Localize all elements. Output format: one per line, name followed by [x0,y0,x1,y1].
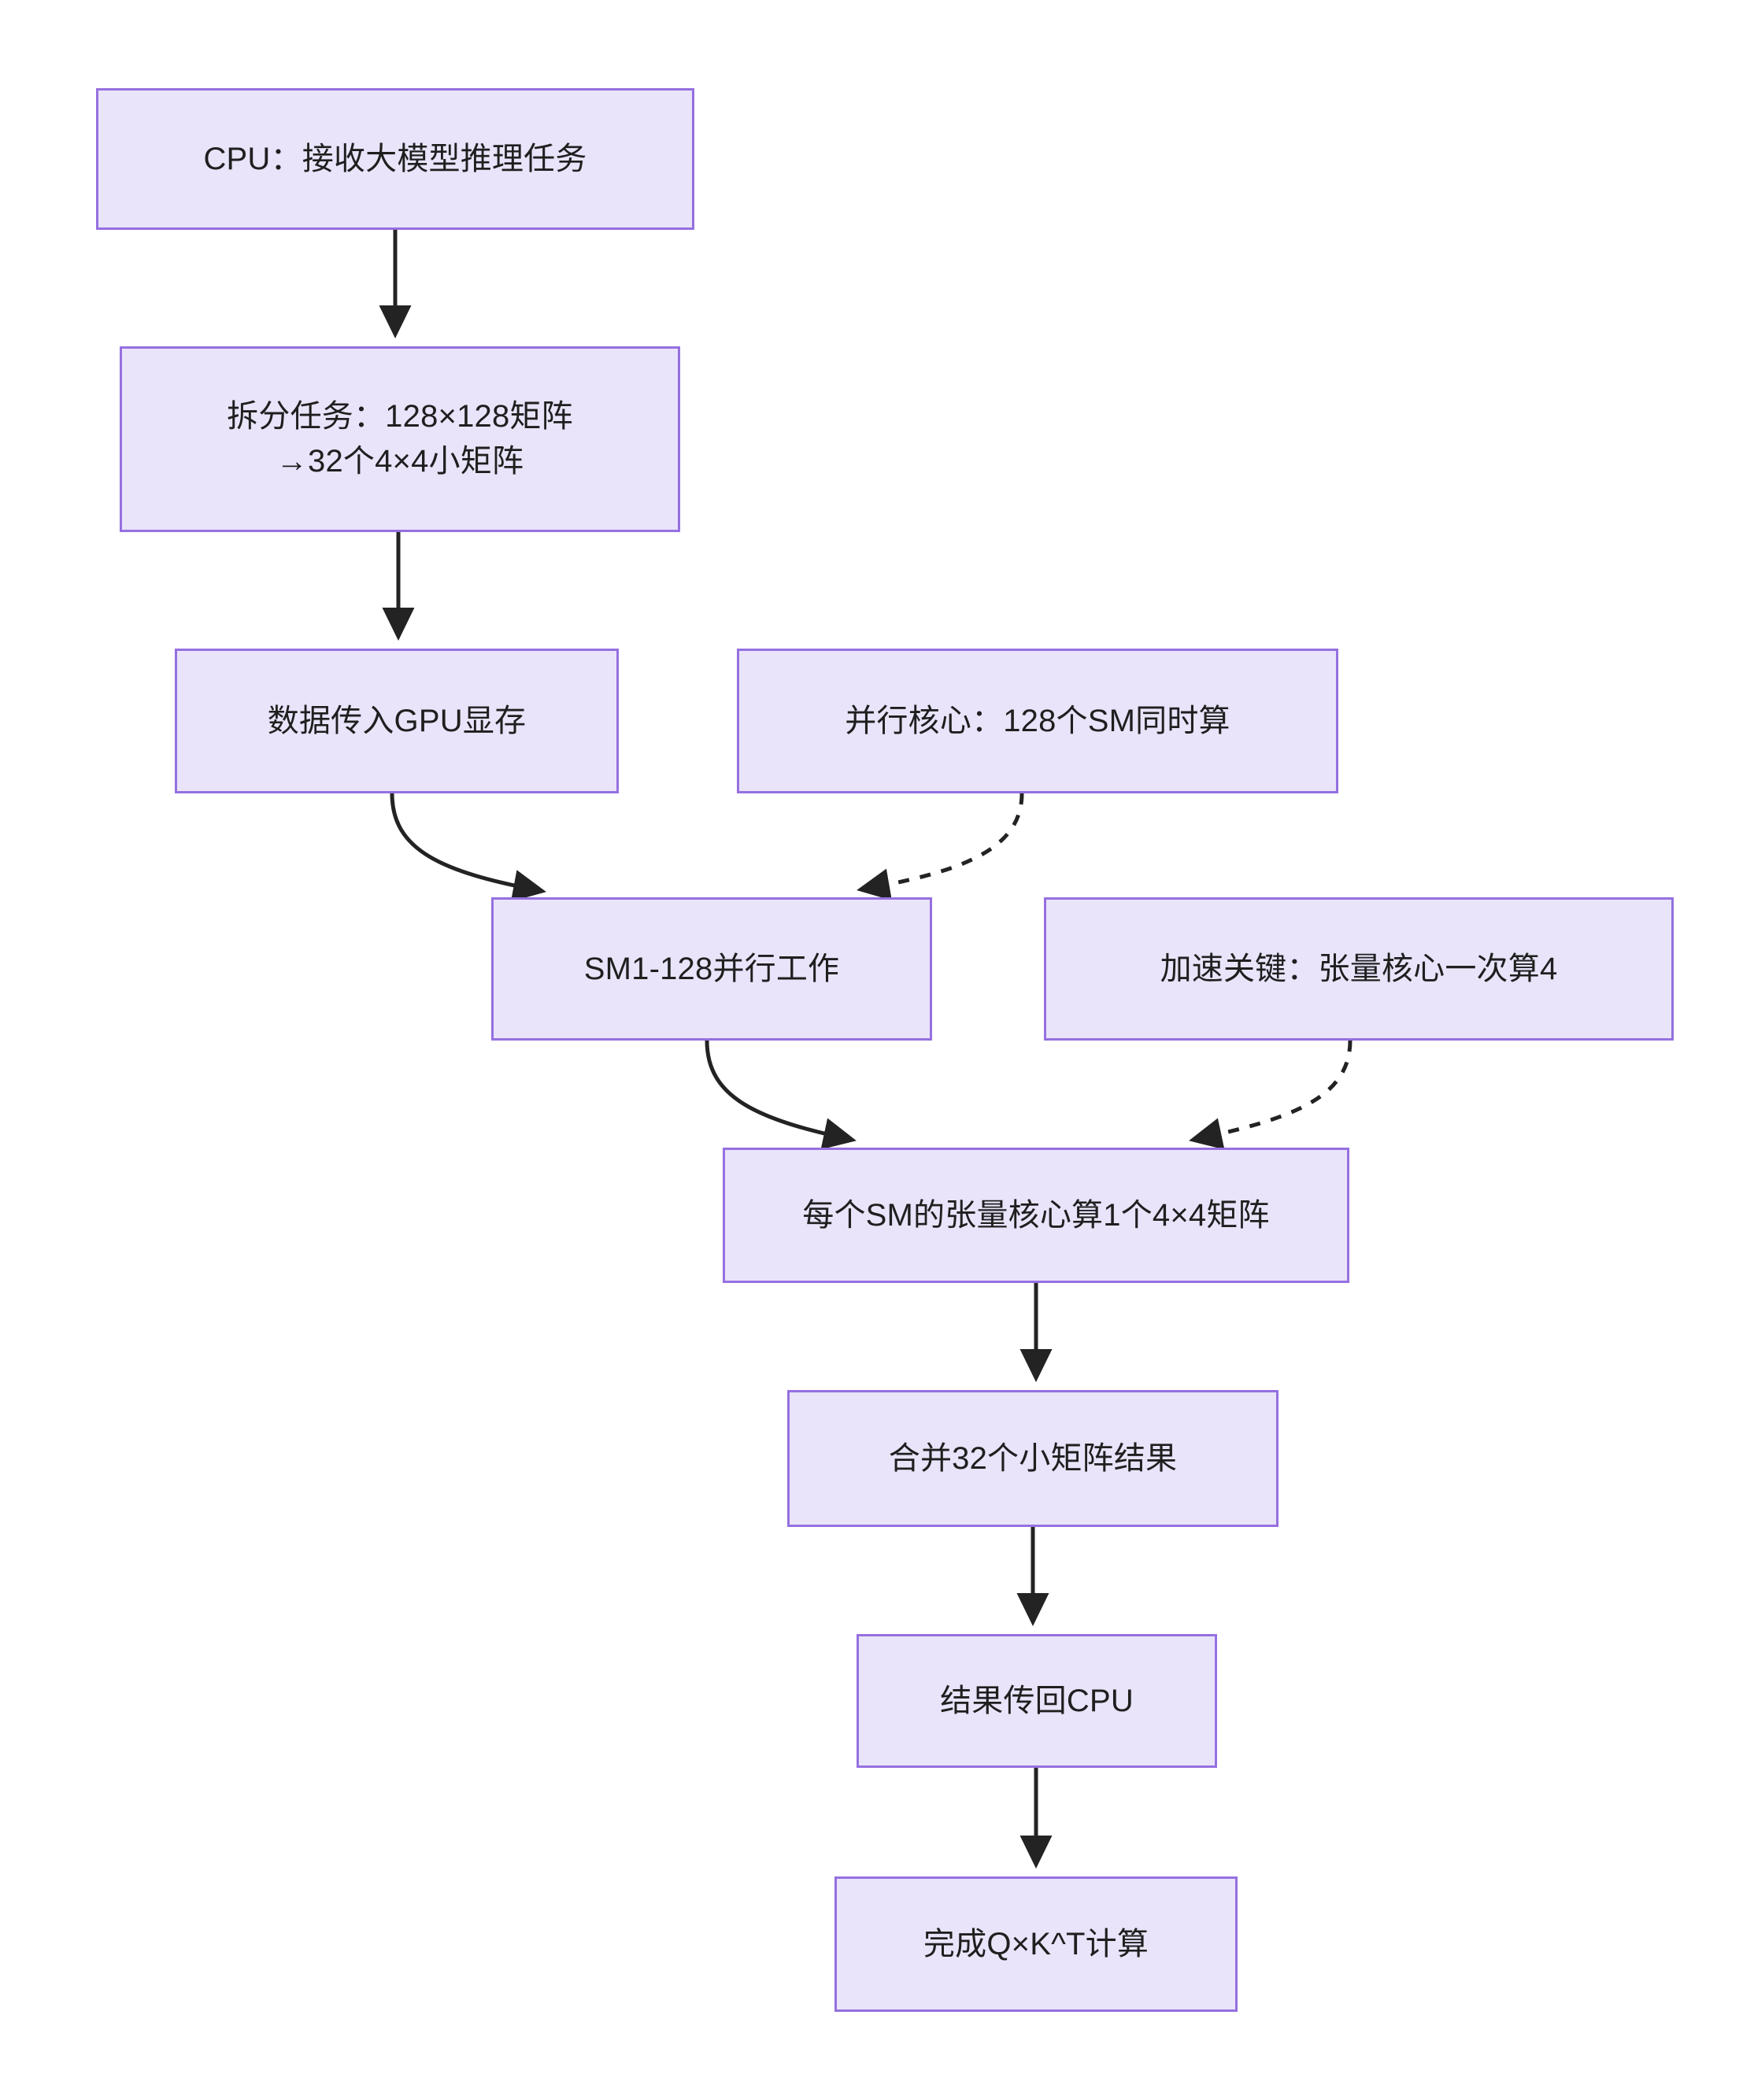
edge-sm-parallel-work-to-tensor-core-compute [705,1040,857,1150]
node-label: 数据传入GPU显存 [267,703,527,738]
node-label: SM1-128并行工作 [583,951,840,986]
node-label: 合并32个小矩阵结果 [888,1440,1178,1476]
node-result-back-cpu[interactable]: 结果传回CPU [857,1634,1217,1768]
node-label: 并行核心：128个SM同时算 [845,703,1230,738]
node-data-to-gpu[interactable]: 数据传入GPU显存 [175,649,619,793]
node-finish-qk[interactable]: 完成Q×K^T计算 [834,1876,1238,2012]
node-label: 每个SM的张量核心算1个4×4矩阵 [802,1197,1270,1233]
node-label: 结果传回CPU [940,1683,1134,1718]
node-tensor-core-compute[interactable]: 每个SM的张量核心算1个4×4矩阵 [723,1148,1349,1283]
node-label: 完成Q×K^T计算 [923,1926,1149,1961]
node-parallel-cores[interactable]: 并行核心：128个SM同时算 [737,649,1338,793]
node-label: 加速关键：张量核心一次算4 [1160,951,1558,986]
edge-accel-key-to-tensor-core-compute [1189,1040,1353,1150]
node-cpu-receive[interactable]: CPU：接收大模型推理任务 [96,88,694,230]
node-label: CPU：接收大模型推理任务 [203,141,587,176]
node-merge-results[interactable]: 合并32个小矩阵结果 [787,1390,1278,1527]
node-sm-parallel-work[interactable]: SM1-128并行工作 [491,897,932,1041]
node-split-task[interactable]: 拆分任务：128×128矩阵 →32个4×4小矩阵 [120,346,680,532]
edge-data-to-gpu-to-sm-parallel-work [390,793,546,902]
node-label: 拆分任务：128×128矩阵 →32个4×4小矩阵 [227,399,573,479]
edge-parallel-cores-to-sm-parallel-work [857,793,1024,900]
node-accel-key[interactable]: 加速关键：张量核心一次算4 [1044,897,1674,1041]
